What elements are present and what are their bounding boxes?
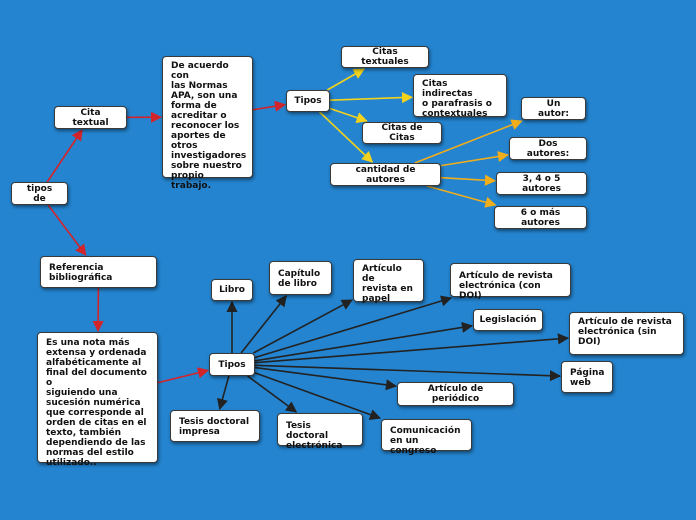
node-comunicacion-congreso[interactable]: Comunicación en un congreso [381,419,472,456]
node-articulo-revista-sin-doi[interactable]: Artículo de revista electrónica (sin DOI… [569,312,684,355]
node-articulo-revista-con-doi[interactable]: Artículo de revista electrónica (con DOI… [450,263,571,301]
connector-tipos_ref-to-articulo_sin_doi [254,333,570,364]
node-tipos-de[interactable]: tipos de [11,182,68,205]
connector-tipos_ref-to-articulo_papel [253,299,353,354]
node-cantidad-autores[interactable]: cantidad de autores [330,163,441,186]
node-citas-textuales[interactable]: Citas textuales [341,46,429,68]
connector-tipos_cita-to-cantidad_autores [319,111,374,163]
node-articulo-periodico[interactable]: Artículo de periódico [397,382,514,406]
node-dos-autores[interactable]: Dos autores: [509,137,587,160]
node-capitulo-de-libro[interactable]: Capítulo de libro [269,261,332,295]
connector-cantidad_autores-to-tres_autores [440,174,497,186]
node-referencia-description[interactable]: Es una nota más extensa y ordenada alfab… [37,332,158,468]
connector-tipos_ref-to-tesis_impresa [216,375,230,411]
node-tipos-cita[interactable]: Tipos [286,90,330,112]
connector-ref_desc-to-tipos_ref [157,367,210,384]
connector-tipos_ref-to-tesis_electronica [247,375,298,413]
node-citas-indirectas[interactable]: Citas indirectas o parafrasis o contextu… [413,74,507,119]
node-tipos-referencia[interactable]: Tipos [209,353,255,376]
connector-tipos_ref-to-pagina_web [254,364,562,382]
connector-apa_desc-to-tipos_cita [252,100,287,112]
node-tesis-doctoral-impresa[interactable]: Tesis doctoral impresa [170,410,260,442]
connector-tipos_de-to-cita_textual [46,129,83,183]
connector-cantidad_autores-to-seis_autores [426,185,497,208]
node-un-autor[interactable]: Un autor: [521,97,586,120]
connector-tipos_cita-to-citas_textuales [326,68,365,91]
connector-tipos_ref-to-articulo_doi [254,295,453,359]
node-seis-autores[interactable]: 6 o más autores [494,206,587,229]
node-tres-autores[interactable]: 3, 4 o 5 autores [496,172,587,195]
node-referencia-bibliografica[interactable]: Referencia bibliográfica [40,256,157,288]
connector-cantidad_autores-to-un_autor [414,119,523,164]
connector-tipos_cita-to-citas_de_citas [329,107,368,124]
node-citas-de-citas[interactable]: Citas de Citas [362,122,442,144]
node-apa-description[interactable]: De acuerdo con las Normas APA, son una f… [162,56,253,191]
connector-tipos_ref-to-capitulo [240,295,287,354]
node-cita-textual[interactable]: Cita textual [54,106,127,129]
node-articulo-revista-papel[interactable]: Artículo de revista en papel [353,259,424,304]
node-legislacion[interactable]: Legislación [473,309,543,331]
connector-tipos_ref-to-articulo_periodico [254,366,398,391]
node-pagina-web[interactable]: Página web [561,361,613,393]
node-tesis-doctoral-electronica[interactable]: Tesis doctoral electrónica [277,413,363,451]
connector-tipos_ref-to-legislacion [254,321,474,362]
node-libro[interactable]: Libro [211,279,253,301]
connector-cantidad_autores-to-dos_autores [440,150,510,167]
connector-tipos_cita-to-citas_indirectas [329,92,414,104]
connector-tipos_de-to-referencia [47,204,87,256]
connector-tipos_ref-to-comunicacion [254,372,382,420]
